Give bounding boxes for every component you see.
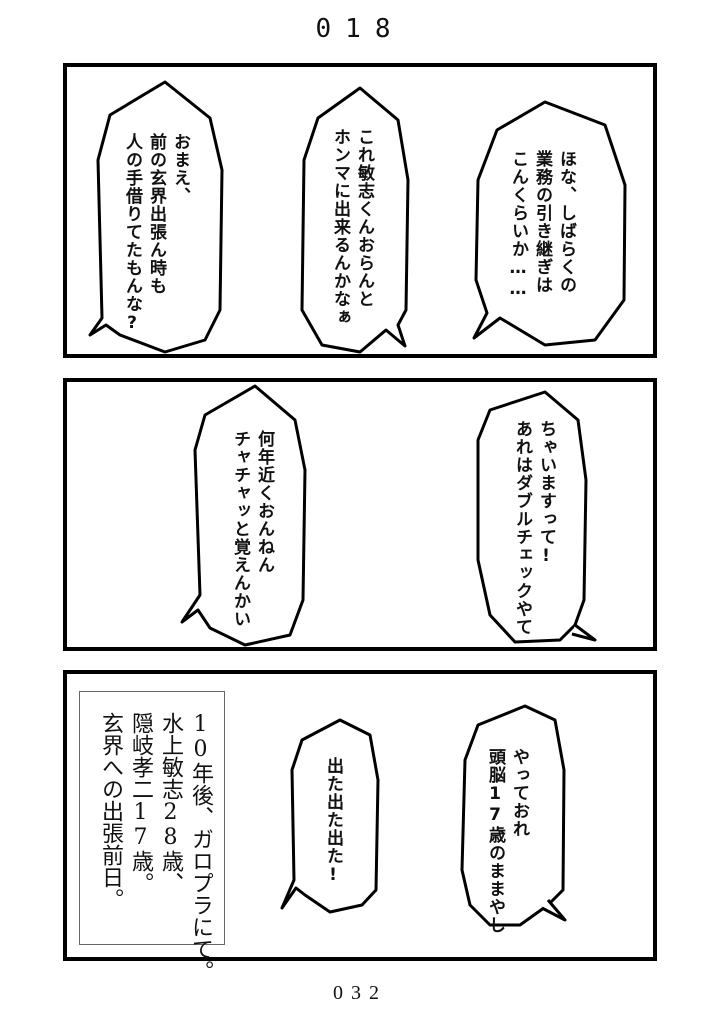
bubble-text-p2-right: ちゃいますって! あれはダブルチェックやて bbox=[512, 420, 556, 636]
bubble-text-p1-center: これ敏志くんおらんと ホンマに出来るんかなぁ bbox=[330, 128, 374, 326]
bubble-text-p1-left: おまえ、 前の玄界出張ん時も 人の手借りてたもんな? bbox=[122, 133, 190, 334]
bubble-text-p3-right: やっておれ 頭脳17歳のままやし bbox=[485, 748, 529, 934]
bubble-text-p3-center: 出た出た出た! bbox=[323, 757, 343, 886]
chapter-number: 018 bbox=[315, 14, 405, 44]
narration-caption-text: 10年後、ガロプラにて。 水上敏志28歳、 隠岐孝二17歳。 玄界への出張前日。 bbox=[98, 712, 213, 982]
bubble-text-p1-right: ほな、しばらくの 業務の引き継ぎは こんくらいか…… bbox=[508, 150, 576, 300]
bubble-text-p2-left: 何年近くおんねん チャチャッと覚えんかい bbox=[230, 430, 274, 628]
page-number: 032 bbox=[333, 982, 387, 1004]
narration-caption-box bbox=[79, 691, 225, 945]
